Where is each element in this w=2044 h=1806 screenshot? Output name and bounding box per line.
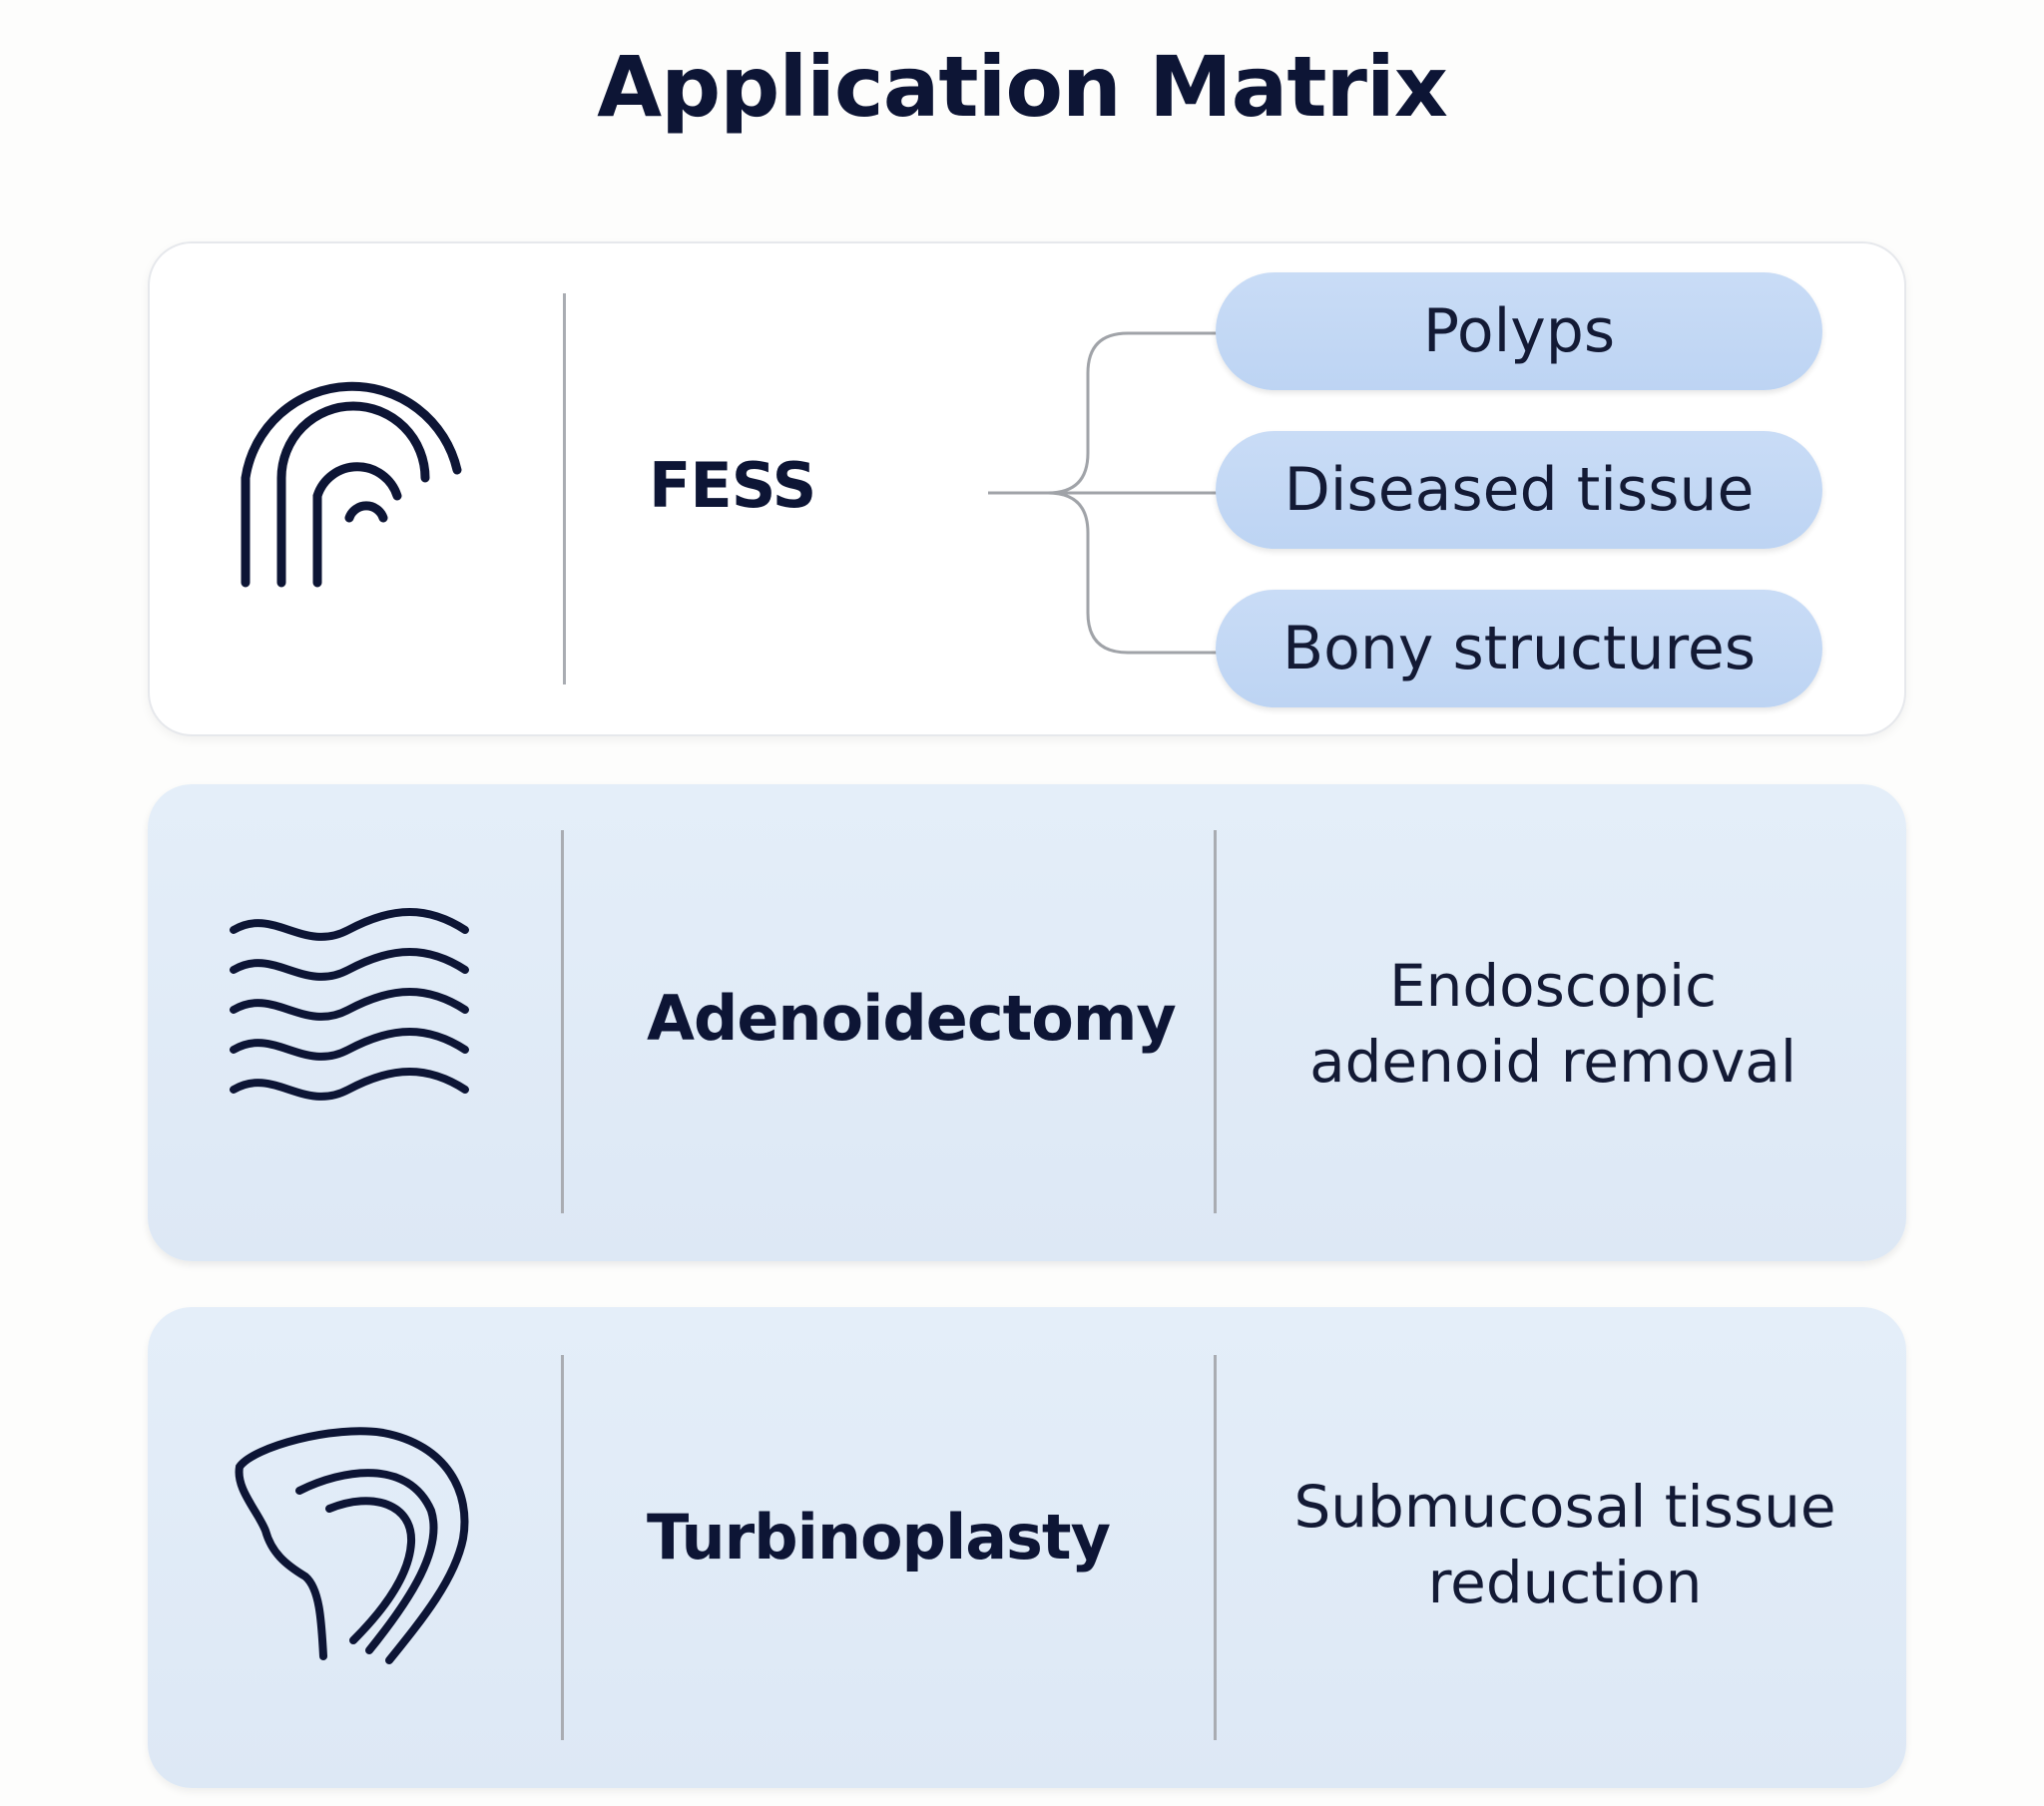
description-line: Submucosal tissue: [1293, 1473, 1836, 1541]
fess-card: FESS Polyps Diseased tissue Bony structu…: [148, 241, 1906, 736]
description-line: Endoscopic: [1388, 952, 1718, 1020]
column-divider: [1214, 830, 1217, 1213]
column-divider: [561, 1355, 564, 1740]
column-divider: [561, 830, 564, 1213]
adenoidectomy-card: Adenoidectomy Endoscopic adenoid removal: [148, 784, 1906, 1261]
column-divider: [563, 293, 566, 684]
target-pill: Polyps: [1216, 272, 1822, 390]
description-line: reduction: [1427, 1549, 1703, 1616]
procedure-name: Adenoidectomy: [647, 982, 1177, 1055]
procedure-description: Submucosal tissue reduction: [1226, 1469, 1904, 1620]
target-pill: Diseased tissue: [1216, 431, 1822, 549]
branch-connector: [988, 331, 1218, 655]
arch-icon: [241, 381, 462, 588]
procedure-name: FESS: [649, 449, 816, 522]
turbinate-icon: [235, 1427, 469, 1664]
target-pill: Bony structures: [1216, 590, 1822, 707]
description-line: adenoid removal: [1309, 1028, 1796, 1096]
procedure-description: Endoscopic adenoid removal: [1234, 948, 1872, 1100]
waves-icon: [230, 908, 469, 1101]
procedure-name: Turbinoplasty: [647, 1501, 1111, 1574]
turbinoplasty-card: Turbinoplasty Submucosal tissue reductio…: [148, 1307, 1906, 1788]
column-divider: [1214, 1355, 1217, 1740]
page-title: Application Matrix: [597, 38, 1448, 136]
